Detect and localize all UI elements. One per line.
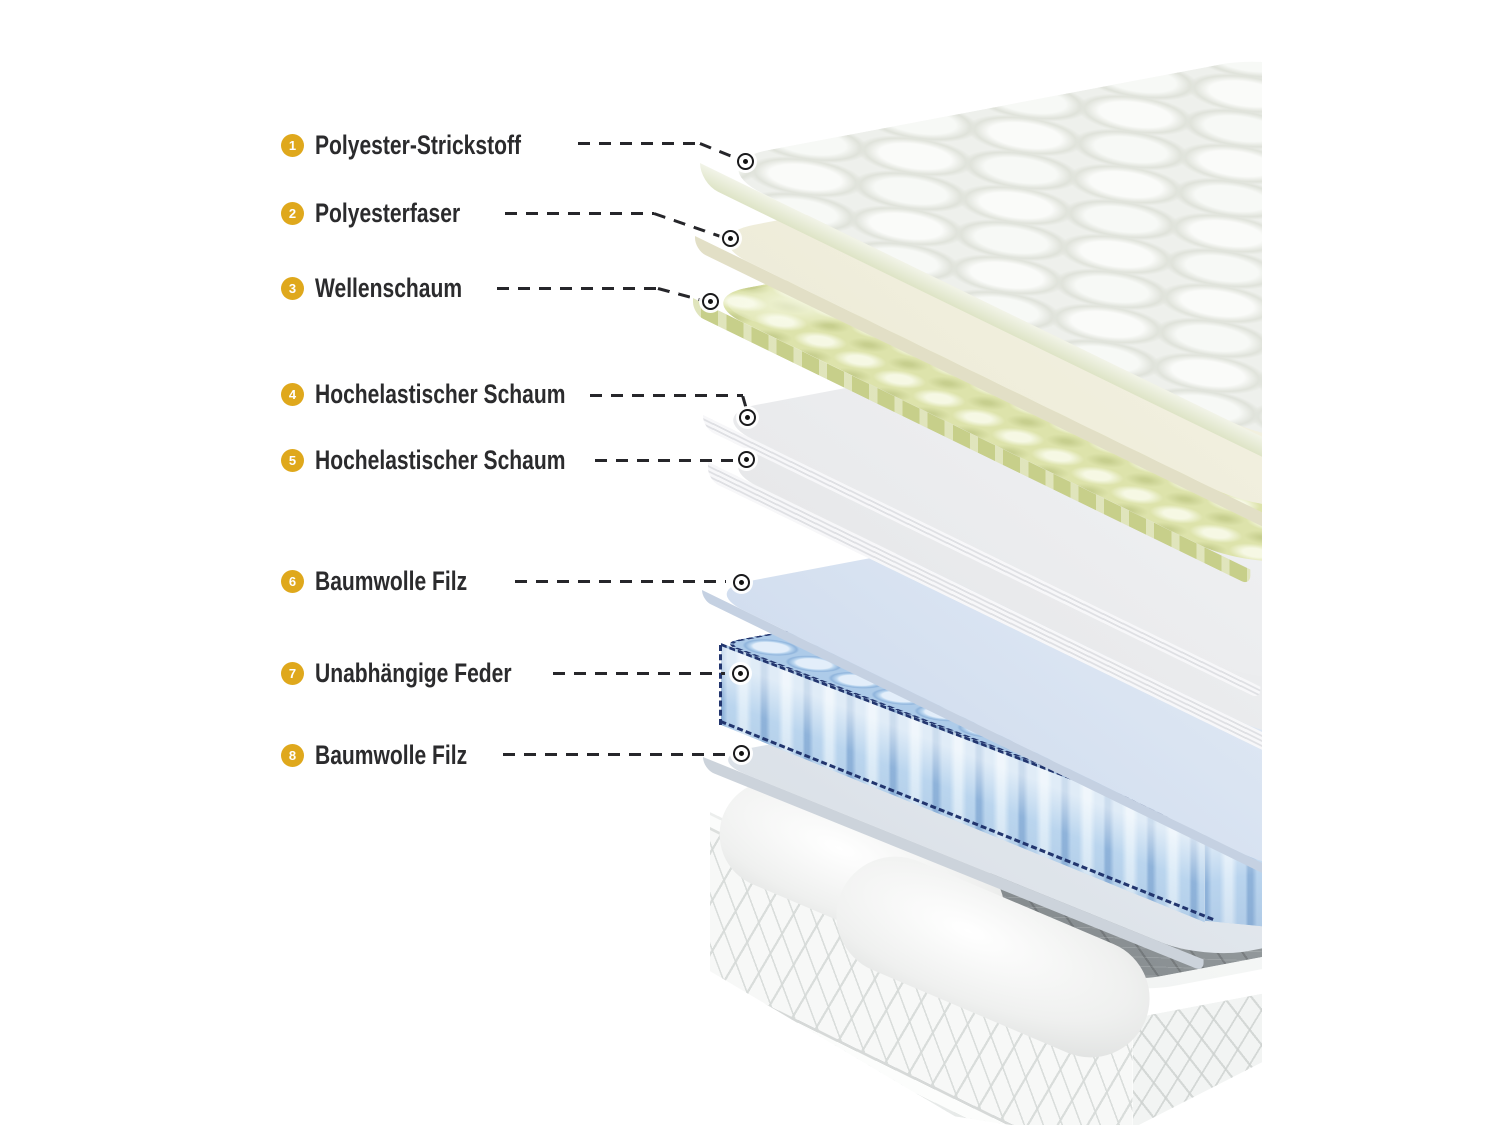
legend-badge-6: 6 <box>281 569 304 593</box>
legend-row-1: 1 Polyester-Strickstoff <box>281 129 579 161</box>
legend-label-2: Polyesterfaser <box>315 197 461 228</box>
legend-row-4: 4 Hochelastischer Schaum <box>281 378 636 410</box>
leader-line-5 <box>595 459 738 462</box>
leader-line-2 <box>505 212 654 215</box>
legend-label-8: Baumwolle Filz <box>315 739 468 770</box>
target-marker-6 <box>733 574 750 591</box>
legend-badge-2: 2 <box>281 201 304 225</box>
target-marker-3 <box>702 293 719 310</box>
leader-line-8 <box>503 753 726 756</box>
target-marker-1 <box>737 153 754 170</box>
leader-line-7 <box>553 672 725 675</box>
legend-badge-4: 4 <box>281 382 304 406</box>
legend-label-3: Wellenschaum <box>315 272 463 303</box>
legend-row-5: 5 Hochelastischer Schaum <box>281 444 636 476</box>
pocket-springs-corner-seam <box>719 645 722 725</box>
legend-badge-3: 3 <box>281 276 304 300</box>
target-marker-8 <box>733 745 750 762</box>
legend-label-7: Unabhängige Feder <box>315 657 512 688</box>
legend-label-6: Baumwolle Filz <box>315 565 468 596</box>
leader-line-3 <box>497 287 658 290</box>
legend-badge-1: 1 <box>281 133 304 157</box>
target-marker-7 <box>732 665 749 682</box>
target-marker-5 <box>738 451 755 468</box>
legend-row-2: 2 Polyesterfaser <box>281 197 501 229</box>
legend-badge-5: 5 <box>281 448 304 472</box>
leader-line-3-slant <box>657 287 709 303</box>
legend-row-8: 8 Baumwolle Filz <box>281 739 510 771</box>
legend-badge-8: 8 <box>281 743 304 767</box>
legend-label-5: Hochelastischer Schaum <box>315 444 566 475</box>
leader-line-2-slant <box>653 212 731 241</box>
legend-row-6: 6 Baumwolle Filz <box>281 565 510 597</box>
legend-row-3: 3 Wellenschaum <box>281 272 504 304</box>
target-marker-2 <box>722 230 739 247</box>
legend-badge-7: 7 <box>281 661 304 685</box>
leader-line-4 <box>590 394 743 397</box>
leader-line-6 <box>515 580 726 583</box>
exploded-mattress-diagram <box>693 51 1262 1125</box>
target-marker-4 <box>739 409 756 426</box>
legend-row-7: 7 Unabhängige Feder <box>281 657 567 689</box>
leader-line-1 <box>578 142 700 145</box>
legend-label-1: Polyester-Strickstoff <box>315 129 521 160</box>
legend-label-4: Hochelastischer Schaum <box>315 378 566 409</box>
